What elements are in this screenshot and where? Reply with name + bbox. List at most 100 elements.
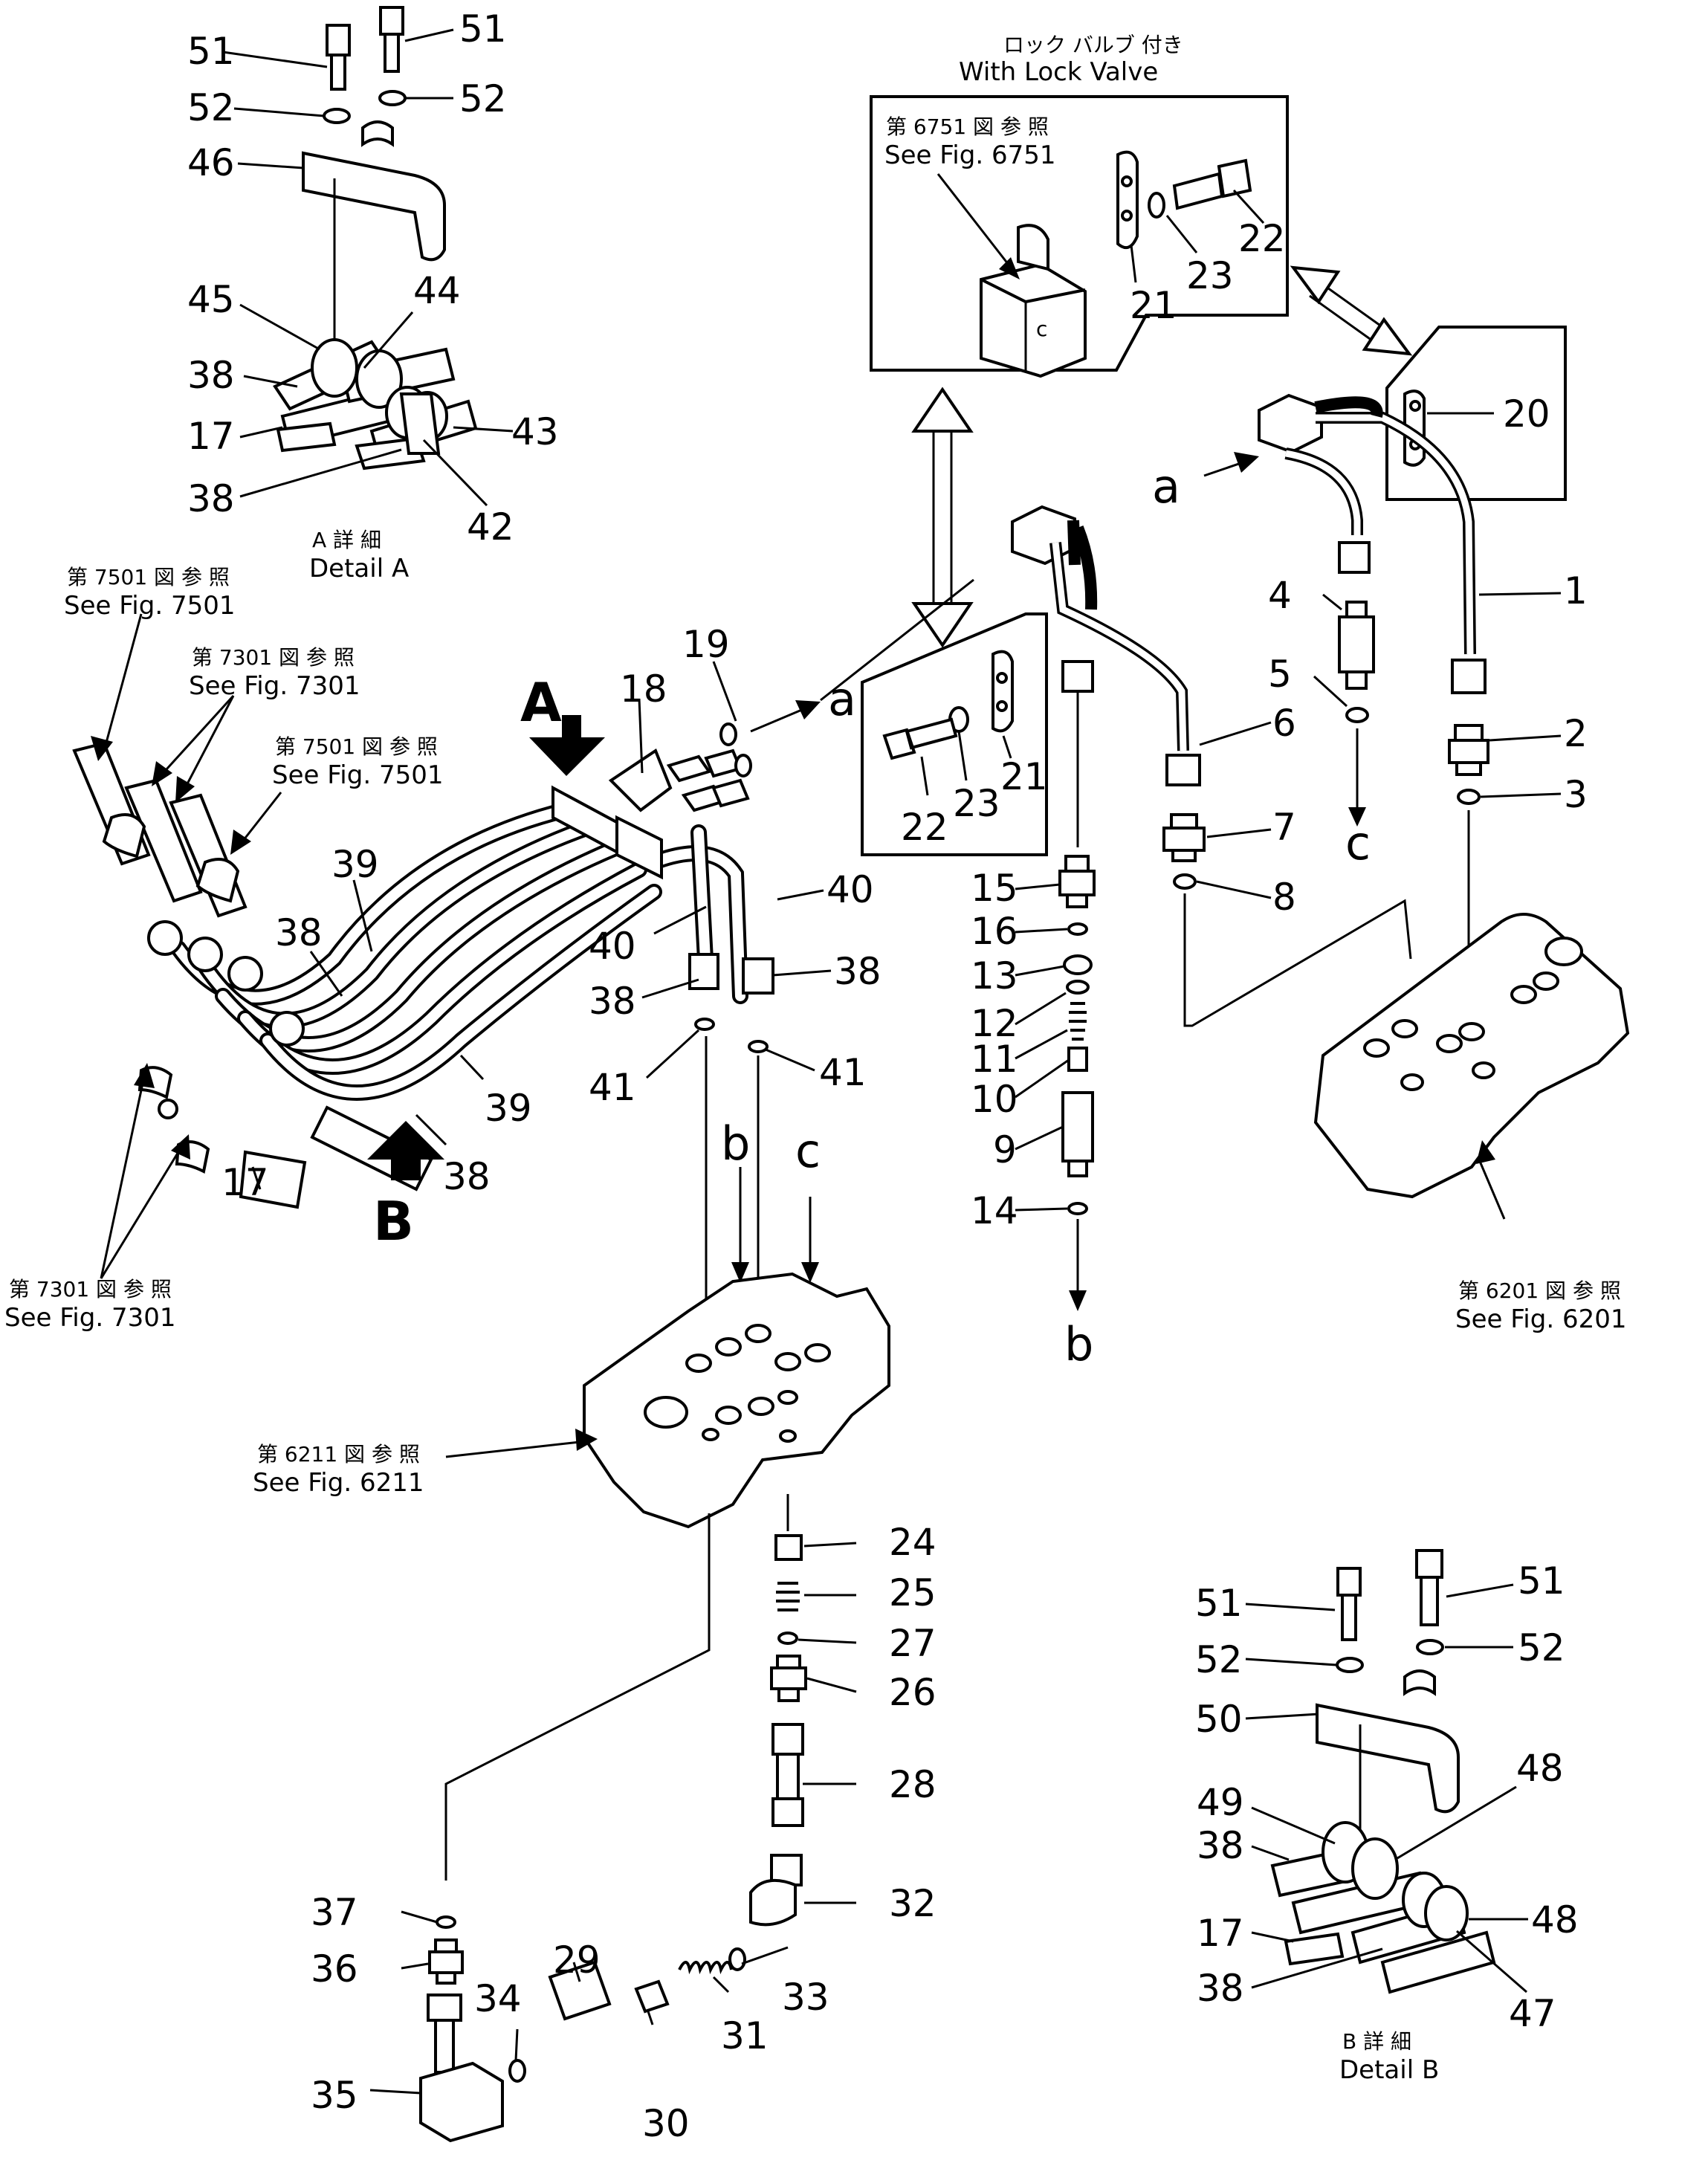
label-8: 8: [1272, 876, 1296, 919]
fig7501-top-ref-en: See Fig. 7501: [64, 591, 235, 621]
label-51: 51: [187, 30, 235, 73]
fig6751-ref-jp: 第 6751 図 参 照: [886, 114, 1049, 139]
label-38: 38: [1197, 1824, 1244, 1867]
label-21: 21: [1000, 755, 1048, 798]
label-29: 29: [553, 1938, 601, 1982]
label-38: 38: [275, 911, 323, 954]
label-42: 42: [467, 505, 514, 549]
label-51: 51: [1518, 1559, 1565, 1603]
label-51: 51: [459, 7, 507, 51]
label-38: 38: [187, 354, 235, 397]
label-4: 4: [1268, 574, 1292, 617]
label-45: 45: [187, 278, 235, 321]
fig6211-ref-en: See Fig. 6211: [253, 1468, 424, 1498]
label-38: 38: [443, 1155, 491, 1198]
label-9: 9: [993, 1128, 1017, 1171]
fig7501-top-ref-jp: 第 7501 図 参 照: [67, 565, 230, 589]
detail-b-group: [1245, 1549, 1528, 1994]
lock-valve-box: c: [870, 95, 1289, 378]
label-12: 12: [971, 1002, 1018, 1045]
label-40: 40: [589, 925, 636, 968]
label-21: 21: [1130, 284, 1177, 327]
label-20: 20: [1503, 392, 1550, 436]
label-18: 18: [620, 667, 667, 711]
connection-c-left: c: [795, 1124, 821, 1178]
lock-valve-caption-en: With Lock Valve: [959, 57, 1158, 87]
detail-a-caption-jp: A 詳 細: [312, 528, 381, 552]
control-valve-6201: [1313, 913, 1630, 1220]
label-48: 48: [1516, 1747, 1564, 1790]
valve-c-mark: c: [1036, 317, 1047, 341]
label-24: 24: [889, 1521, 937, 1564]
label-51: 51: [1195, 1582, 1243, 1625]
label-6: 6: [1272, 702, 1296, 745]
connection-a-mid: a: [828, 672, 856, 726]
label-52: 52: [1518, 1626, 1565, 1669]
label-34: 34: [474, 1977, 522, 2020]
label-35: 35: [311, 2074, 358, 2117]
label-52: 52: [187, 86, 235, 129]
label-19: 19: [682, 623, 730, 666]
label-7: 7: [1272, 806, 1296, 849]
label-17: 17: [1197, 1912, 1244, 1955]
fig7301-top-ref-en: See Fig. 7301: [189, 671, 360, 701]
double-arrow-vertical: [911, 387, 974, 648]
label-38: 38: [1197, 1967, 1244, 2010]
fig6211-ref-jp: 第 6211 図 参 照: [257, 1442, 420, 1467]
label-52: 52: [459, 77, 507, 120]
label-22: 22: [901, 806, 948, 849]
lock-valve-caption-jp: ロック バルブ 付き: [1003, 33, 1183, 57]
label-30: 30: [642, 2102, 690, 2145]
fig7301-bottom-ref-jp: 第 7301 図 参 照: [9, 1277, 172, 1302]
label-44: 44: [413, 269, 461, 312]
lock-detail-mid-box: [861, 612, 1048, 856]
label-52: 52: [1195, 1638, 1243, 1681]
label-28: 28: [889, 1763, 937, 1806]
label-17: 17: [221, 1161, 269, 1204]
label-39: 39: [331, 843, 379, 886]
fig7301-bottom-ref-en: See Fig. 7301: [4, 1303, 175, 1333]
label-22: 22: [1238, 217, 1286, 260]
label-27: 27: [889, 1622, 937, 1665]
connection-c: c: [1345, 816, 1371, 870]
detail-a-caption-en: Detail A: [309, 554, 409, 583]
label-14: 14: [971, 1189, 1018, 1232]
label-5: 5: [1268, 653, 1292, 696]
label-38: 38: [187, 477, 235, 520]
fig6201-ref-en: See Fig. 6201: [1455, 1304, 1626, 1334]
label-49: 49: [1197, 1781, 1244, 1824]
fig7501-mid-ref-jp: 第 7501 図 参 照: [275, 734, 438, 759]
label-50: 50: [1195, 1698, 1243, 1741]
label-26: 26: [889, 1671, 937, 1714]
label-23: 23: [953, 782, 1000, 825]
lock-valve-stack: [1015, 660, 1096, 1311]
label-33: 33: [782, 1976, 829, 2019]
connection-b-right: b: [1064, 1317, 1093, 1371]
view-arrow-a-label: A: [520, 671, 562, 734]
hose-bundle: [72, 578, 974, 1323]
label-41: 41: [589, 1066, 636, 1109]
label-38: 38: [589, 980, 636, 1023]
label-39: 39: [485, 1087, 532, 1130]
label-15: 15: [971, 867, 1018, 910]
label-11: 11: [971, 1038, 1018, 1081]
label-36: 36: [311, 1947, 358, 1991]
label-37: 37: [311, 1891, 358, 1934]
detail-b-caption-jp: B 詳 細: [1342, 2029, 1411, 2054]
label-43: 43: [511, 410, 559, 453]
label-46: 46: [187, 141, 235, 184]
detail-a-group: [222, 6, 514, 507]
view-arrow-b-label: B: [373, 1190, 414, 1252]
label-47: 47: [1509, 1992, 1556, 2035]
detail-b-caption-en: Detail B: [1339, 2055, 1439, 2085]
label-1: 1: [1564, 569, 1588, 612]
label-17: 17: [187, 415, 235, 458]
label-3: 3: [1564, 773, 1588, 816]
label-41: 41: [819, 1051, 867, 1094]
pipe-6-assembly: [1011, 505, 1412, 1027]
double-arrow-diagonal: [1290, 265, 1413, 356]
label-48: 48: [1531, 1898, 1579, 1941]
label-32: 32: [889, 1882, 937, 1925]
label-10: 10: [971, 1078, 1018, 1121]
